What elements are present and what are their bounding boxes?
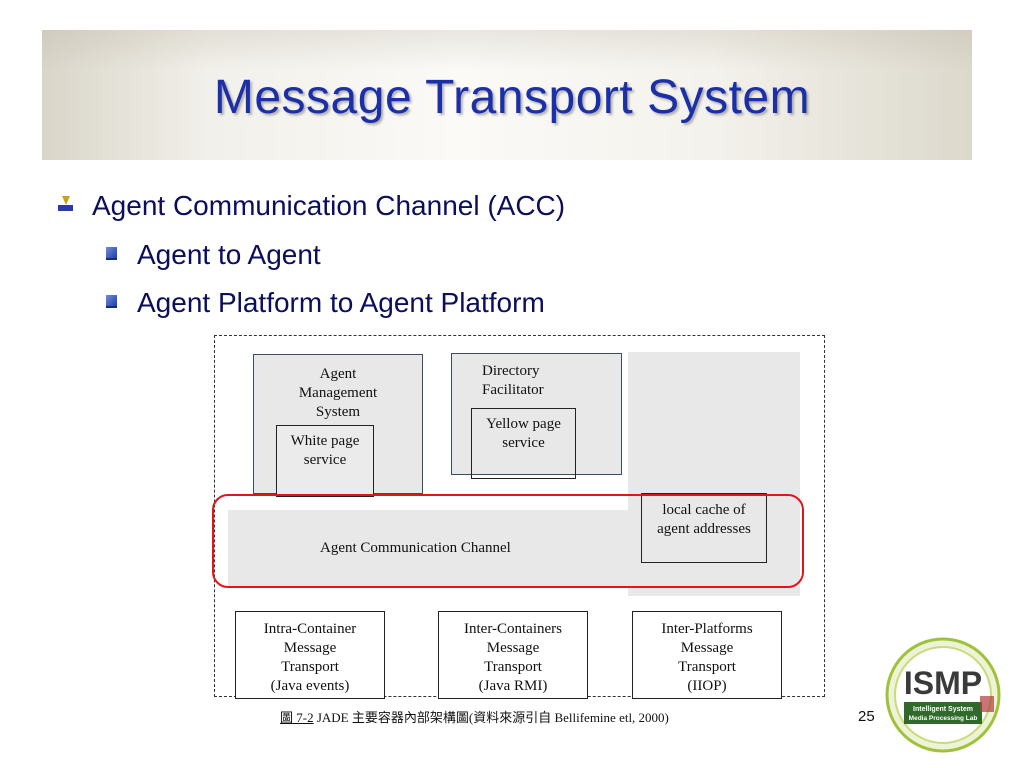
intra-line: (Java events) (270, 678, 350, 694)
local-cache-line: agent addresses (657, 521, 751, 537)
seal-mark (980, 696, 994, 712)
df-label-line: Facilitator (482, 382, 544, 398)
inter-containers-line: Inter-Containers (464, 621, 562, 637)
ams-label-line: Agent (319, 366, 357, 382)
page-number: 25 (858, 708, 875, 725)
yellow-page-line: service (502, 435, 545, 451)
bullet-level2: Agent Platform to Agent Platform (106, 287, 545, 319)
bullet-agent-to-agent: Agent to Agent (137, 239, 321, 270)
inter-platforms-transport-box: Inter-Platforms Message Transport (IIOP) (632, 611, 782, 699)
white-page-service-box: White page service (276, 425, 374, 497)
title-banner (42, 30, 972, 160)
square-bullet-icon (106, 295, 117, 308)
df-box: Directory Facilitator (451, 353, 622, 475)
logo-mark: ISMP (904, 665, 982, 701)
caption-text: JADE 主要容器內部架構圖(資料來源引自 Bellifemine etl, 2… (313, 710, 669, 725)
acc-highlight-oval (212, 494, 804, 588)
bullet-acc-text: Agent Communication Channel (ACC) (92, 190, 566, 221)
intra-line: Intra-Container (263, 621, 357, 637)
inter-containers-line: Message (486, 640, 540, 656)
local-cache-line: local cache of (662, 502, 746, 518)
ams-label-line: System (315, 404, 361, 420)
intra-container-transport-box: Intra-Container Message Transport (Java … (235, 611, 385, 699)
figure-caption: 圖 7-2 JADE 主要容器內部架構圖(資料來源引自 Bellifemine … (280, 707, 669, 726)
bullet-platform-to-platform: Agent Platform to Agent Platform (137, 287, 545, 318)
bullet-level1: Agent Communication Channel (ACC) (58, 190, 565, 222)
inter-containers-line: Transport (484, 659, 542, 675)
yellow-page-line: Yellow page (486, 416, 561, 432)
local-cache-box: local cache of agent addresses (641, 493, 767, 563)
yellow-page-service-box: Yellow page service (471, 408, 576, 479)
slide-title: Message Transport System (213, 71, 811, 124)
figure-number: 圖 7-2 (280, 710, 314, 725)
intra-line: Transport (281, 659, 339, 675)
inter-containers-transport-box: Inter-Containers Message Transport (Java… (438, 611, 588, 699)
bullet-level2: Agent to Agent (106, 239, 321, 271)
inter-platforms-line: (IIOP) (687, 678, 727, 694)
inter-containers-line: (Java RMI) (478, 678, 548, 694)
acc-label: Agent Communication Channel (320, 540, 511, 556)
white-page-line: service (303, 452, 347, 468)
ismp-lab-logo: ISMP Intelligent System Media Processing… (885, 637, 1001, 753)
logo-line2: Media Processing Lab (909, 715, 978, 722)
logo-line1: Intelligent System (913, 706, 973, 713)
arrow-bullet-icon (58, 196, 74, 212)
inter-platforms-line: Inter-Platforms (661, 621, 753, 637)
white-page-line: White page (290, 433, 360, 449)
intra-line: Message (283, 640, 337, 656)
square-bullet-icon (106, 247, 117, 260)
inter-platforms-line: Transport (678, 659, 736, 675)
ams-label-line: Management (298, 385, 378, 401)
df-label-line: Directory (482, 363, 540, 379)
inter-platforms-line: Message (680, 640, 734, 656)
